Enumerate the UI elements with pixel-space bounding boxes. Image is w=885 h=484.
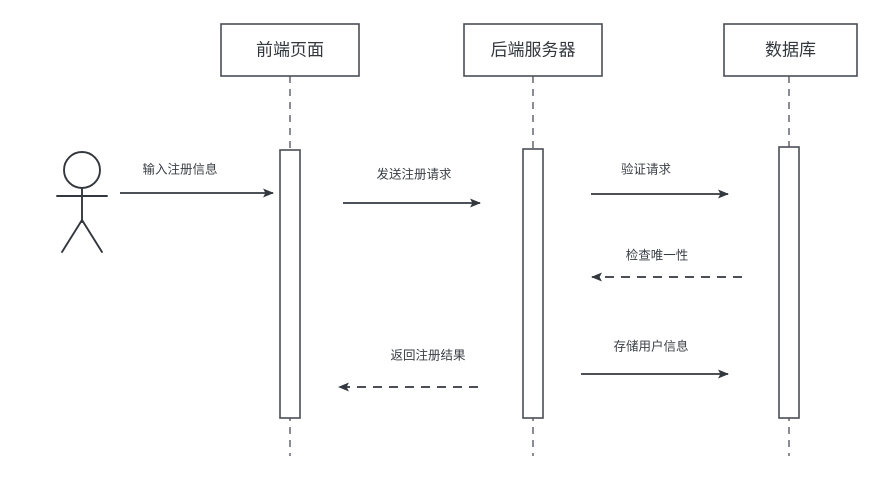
participant-label-database: 数据库 <box>765 40 816 59</box>
activation-bar-database <box>778 146 800 419</box>
participant-box-backend[interactable] <box>463 23 603 77</box>
message-3[interactable]: 验证请求 <box>591 161 729 199</box>
actor-head-icon <box>63 151 101 189</box>
actor-leg-left <box>61 219 83 253</box>
message-label-5: 存储用户信息 <box>613 338 688 353</box>
participant-label-frontend: 前端页面 <box>256 40 324 59</box>
activation-bar-backend <box>522 148 544 419</box>
message-label-1: 输入注册信息 <box>142 161 217 176</box>
message-label-2: 发送注册请求 <box>376 166 452 181</box>
message-1[interactable]: 输入注册信息 <box>120 161 274 198</box>
message-label-3: 验证请求 <box>621 161 672 176</box>
message-label-6: 返回注册结果 <box>390 347 466 362</box>
message-5[interactable]: 存储用户信息 <box>581 338 729 379</box>
participant-backend[interactable]: 后端服务器 <box>463 23 603 456</box>
participant-frontend[interactable]: 前端页面 <box>220 23 360 456</box>
participant-label-backend: 后端服务器 <box>491 40 576 59</box>
participant-box-frontend[interactable] <box>220 23 360 77</box>
activation-bar-frontend <box>279 149 301 419</box>
participant-box-database[interactable] <box>723 23 858 77</box>
message-label-4: 检查唯一性 <box>626 247 689 262</box>
message-2[interactable]: 发送注册请求 <box>343 166 481 208</box>
actor-stick-figure[interactable] <box>56 151 108 253</box>
participant-database[interactable]: 数据库 <box>723 23 858 456</box>
actor-leg-right <box>81 219 103 253</box>
message-6[interactable]: 返回注册结果 <box>338 347 478 392</box>
message-4[interactable]: 检查唯一性 <box>591 247 742 282</box>
